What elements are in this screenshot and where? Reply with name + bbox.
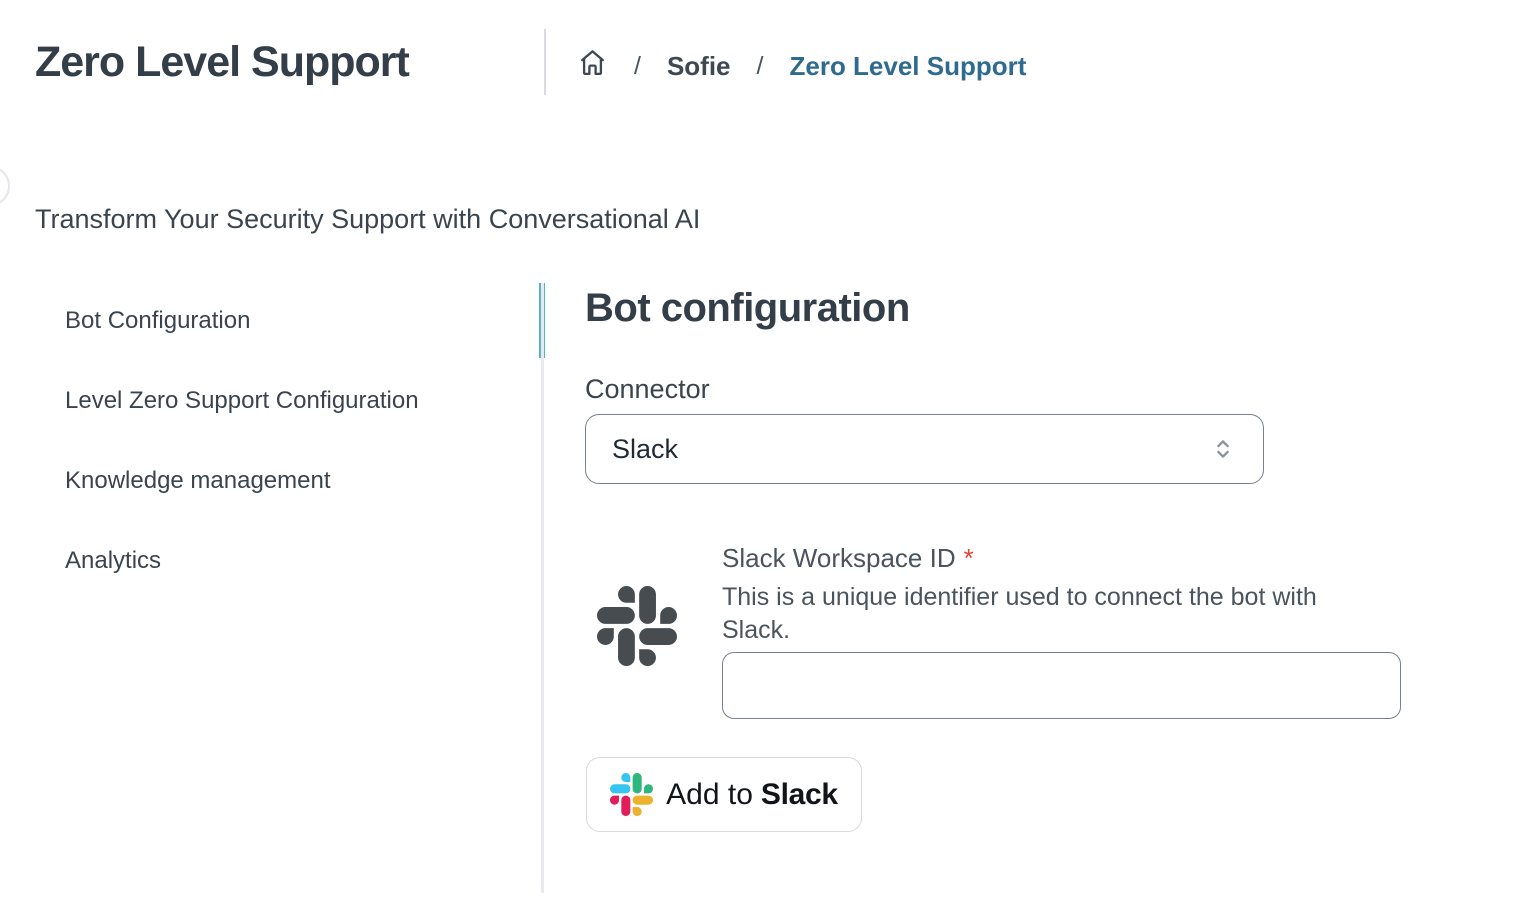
tabs-content-divider [541,283,544,893]
breadcrumb-separator: / [756,51,764,80]
workspace-id-label-text: Slack Workspace ID [722,543,956,573]
breadcrumb-home[interactable] [577,47,608,85]
workspace-id-input[interactable] [722,652,1401,719]
connector-select[interactable]: Slack [585,414,1264,484]
add-to-slack-label: Add to Slack [666,778,838,812]
breadcrumb-item-current[interactable]: Zero Level Support [789,50,1027,81]
tab-analytics[interactable]: Analytics [0,523,545,598]
tab-label: Analytics [65,546,162,574]
edge-collapse-button[interactable] [0,166,10,206]
required-asterisk: * [963,543,974,573]
connector-label: Connector [585,374,710,404]
header-divider [544,29,546,95]
settings-tabs: Bot Configuration Level Zero Support Con… [0,283,545,603]
tab-label: Bot Configuration [65,306,251,334]
connector-selected-value: Slack [612,433,679,464]
tab-knowledge-management[interactable]: Knowledge management [0,443,545,518]
chevron-up-down-icon [1209,435,1237,463]
breadcrumb-separator: / [634,51,641,80]
breadcrumb: / Sofie / Zero Level Support [577,46,1026,86]
page-title: Zero Level Support [35,38,410,86]
page-subtitle: Transform Your Security Support with Con… [35,204,701,234]
workspace-id-label: Slack Workspace ID* [722,543,974,574]
slack-color-icon [610,773,654,816]
tab-bot-configuration[interactable]: Bot Configuration [0,283,545,358]
workspace-id-description: This is a unique identifier used to conn… [722,583,1317,644]
slack-mono-icon [597,586,677,666]
tab-label: Level Zero Support Configuration [65,386,419,414]
tab-label: Knowledge management [65,466,331,494]
tab-level-zero-support-configuration[interactable]: Level Zero Support Configuration [0,363,545,438]
panel-heading: Bot configuration [585,286,910,330]
add-to-slack-button[interactable]: Add to Slack [586,757,862,832]
breadcrumb-item-sofie[interactable]: Sofie [666,50,731,81]
home-icon [577,47,608,85]
add-to-slack-brand: Slack [760,777,838,811]
add-to-slack-prefix: Add to [666,777,753,811]
